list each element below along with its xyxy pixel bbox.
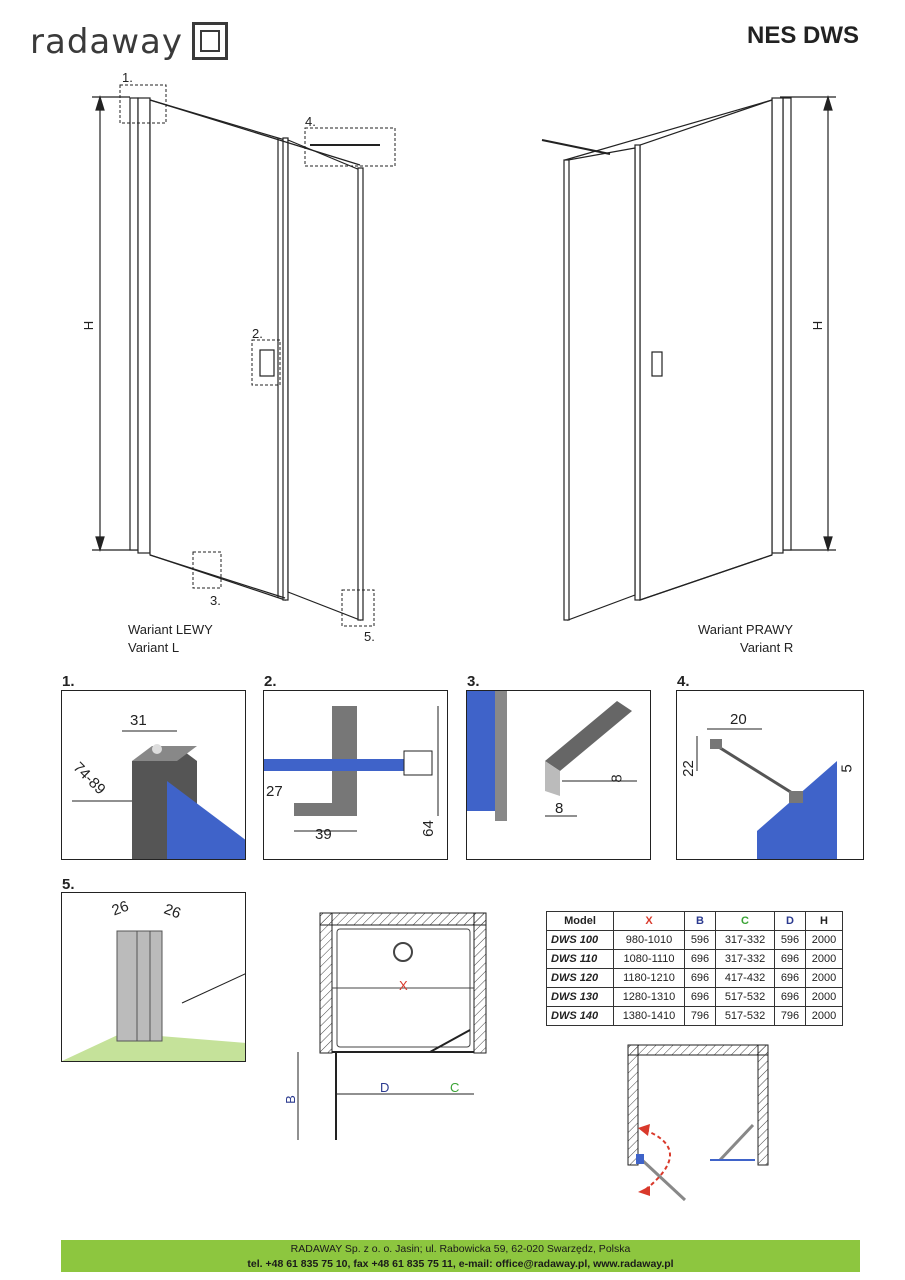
detail-4-dim-height: 22 bbox=[679, 760, 697, 777]
col-x: X bbox=[613, 911, 685, 931]
detail-2-dim-depth: 39 bbox=[315, 826, 332, 843]
footer-contact: tel. +48 61 835 75 10, fax +48 61 835 75… bbox=[247, 1258, 674, 1270]
callout-label-3: 3. bbox=[210, 593, 221, 608]
col-c: C bbox=[715, 911, 775, 931]
detail-2-panel bbox=[263, 690, 448, 860]
brand-logo-icon bbox=[192, 22, 228, 60]
detail-4-panel bbox=[676, 690, 864, 860]
height-label-left: H bbox=[81, 320, 97, 331]
floor-plan-drawing bbox=[297, 912, 487, 1140]
detail-3-dim-width: 8 bbox=[555, 800, 564, 817]
detail-1-number: 1. bbox=[62, 673, 75, 690]
callout-label-1: 1. bbox=[122, 70, 133, 85]
callout-label-5: 5. bbox=[364, 629, 375, 644]
variant-right-label: Wariant PRAWY bbox=[698, 622, 794, 637]
callout-label-4: 4. bbox=[305, 114, 316, 129]
col-d: D bbox=[774, 911, 806, 931]
footer-bar: RADAWAY Sp. z o. o. Jasin; ul. Rabowicka… bbox=[61, 1240, 860, 1272]
plan-dim-d: D bbox=[380, 1080, 390, 1095]
footer-address: RADAWAY Sp. z o. o. Jasin; ul. Rabowicka… bbox=[290, 1243, 631, 1255]
height-label-right: H bbox=[810, 320, 826, 331]
detail-2-number: 2. bbox=[264, 673, 277, 690]
detail-2-dim-height: 27 bbox=[266, 783, 283, 800]
callout-box-1 bbox=[119, 84, 167, 124]
plan-dim-c: C bbox=[450, 1080, 460, 1095]
door-swing-diagram bbox=[627, 1044, 769, 1202]
detail-1-dim-width: 31 bbox=[130, 712, 147, 729]
product-title: NES DWS bbox=[746, 22, 859, 49]
detail-5-panel bbox=[61, 892, 246, 1062]
callout-label-2: 2. bbox=[252, 326, 263, 341]
col-model: Model bbox=[546, 911, 614, 931]
detail-3-number: 3. bbox=[467, 673, 480, 690]
detail-4-dim-offset: 5 bbox=[838, 764, 856, 773]
variant-left-sublabel: Variant L bbox=[128, 640, 180, 655]
detail-1-panel bbox=[61, 690, 246, 860]
detail-4-dim-width: 20 bbox=[730, 711, 747, 728]
detail-4-number: 4. bbox=[677, 673, 690, 690]
col-h: H bbox=[805, 911, 843, 931]
detail-3-dim-height: 8 bbox=[608, 774, 626, 783]
variant-left-label: Wariant LEWY bbox=[128, 622, 213, 637]
callout-box-2 bbox=[251, 339, 281, 386]
table-header-row: Model X B C D H bbox=[546, 911, 843, 931]
brand-logo-text: radaway bbox=[30, 22, 183, 62]
main-door-drawing bbox=[92, 84, 836, 627]
detail-2-dim-length: 64 bbox=[419, 820, 437, 837]
plan-dim-b: B bbox=[282, 1095, 298, 1104]
col-b: B bbox=[684, 911, 716, 931]
plan-dim-x: X bbox=[399, 978, 408, 993]
detail-3-panel bbox=[466, 690, 651, 860]
callout-box-3 bbox=[192, 551, 222, 589]
detail-5-number: 5. bbox=[62, 876, 75, 893]
callout-box-5 bbox=[341, 589, 375, 627]
variant-right-sublabel: Variant R bbox=[740, 640, 794, 655]
callout-box-4 bbox=[304, 127, 396, 167]
